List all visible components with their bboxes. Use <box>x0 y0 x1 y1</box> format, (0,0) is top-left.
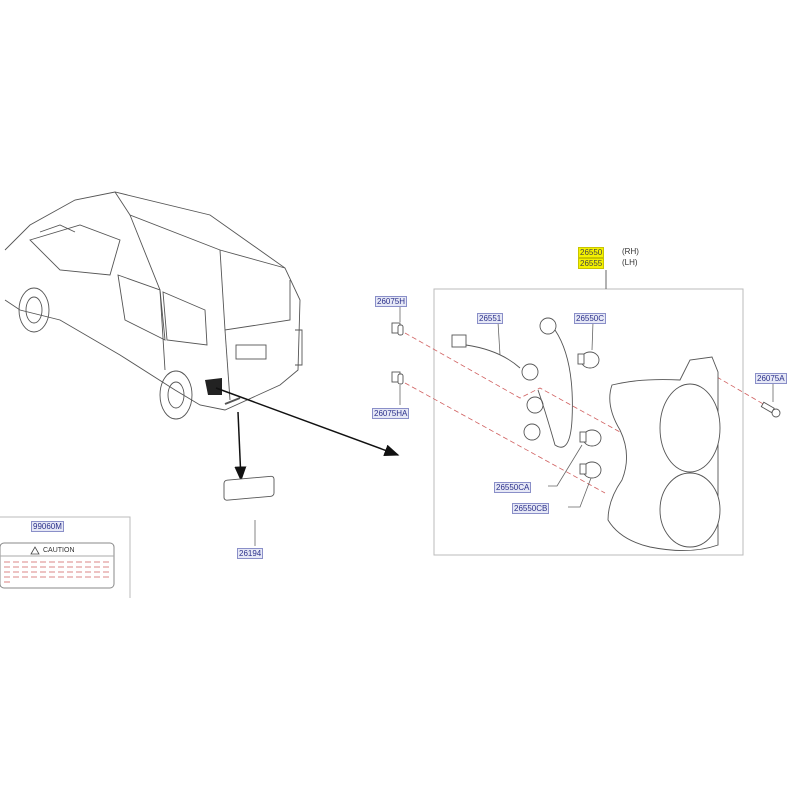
tail-lamp-location <box>205 378 222 395</box>
rh-side-label: (RH) <box>622 247 639 256</box>
reflector-26194 <box>223 475 275 501</box>
caution-label-card <box>0 516 131 598</box>
part-number-26194[interactable]: 26194 <box>237 548 264 559</box>
part-number-26075ha[interactable]: 26075HA <box>372 408 410 419</box>
part-number-26075h[interactable]: 26075H <box>375 296 408 307</box>
warning-triangle-icon <box>30 546 40 555</box>
bulb-26550cb <box>579 461 602 479</box>
harness-26551 <box>451 317 573 448</box>
bulb-26550ca <box>579 429 602 447</box>
part-number-26550cb[interactable]: 26550CB <box>512 503 550 514</box>
lh-side-label: (LH) <box>622 258 638 267</box>
part-number-26550ca[interactable]: 26550CA <box>494 482 532 493</box>
bulb-26550c <box>577 351 600 369</box>
assembly-dash-lines <box>404 332 766 494</box>
tail-lamp-housing <box>607 356 721 552</box>
part-number-26550c[interactable]: 26550C <box>574 313 607 324</box>
arrow-to-reflector <box>234 411 247 482</box>
part-number-26550[interactable]: 26550 <box>578 247 605 258</box>
clip-26075ha <box>391 371 404 385</box>
assembly-frame <box>433 288 744 556</box>
van-illustration <box>4 191 303 420</box>
part-number-26555[interactable]: 26555 <box>578 258 605 269</box>
part-number-26551[interactable]: 26551 <box>477 313 504 324</box>
screw-26075a <box>760 401 781 418</box>
part-number-99060m[interactable]: 99060M <box>31 521 64 532</box>
part-number-26075a[interactable]: 26075A <box>755 373 787 384</box>
arrow-to-lamp <box>215 387 400 456</box>
clip-26075h <box>391 322 404 336</box>
caution-text: CAUTION <box>43 547 75 554</box>
